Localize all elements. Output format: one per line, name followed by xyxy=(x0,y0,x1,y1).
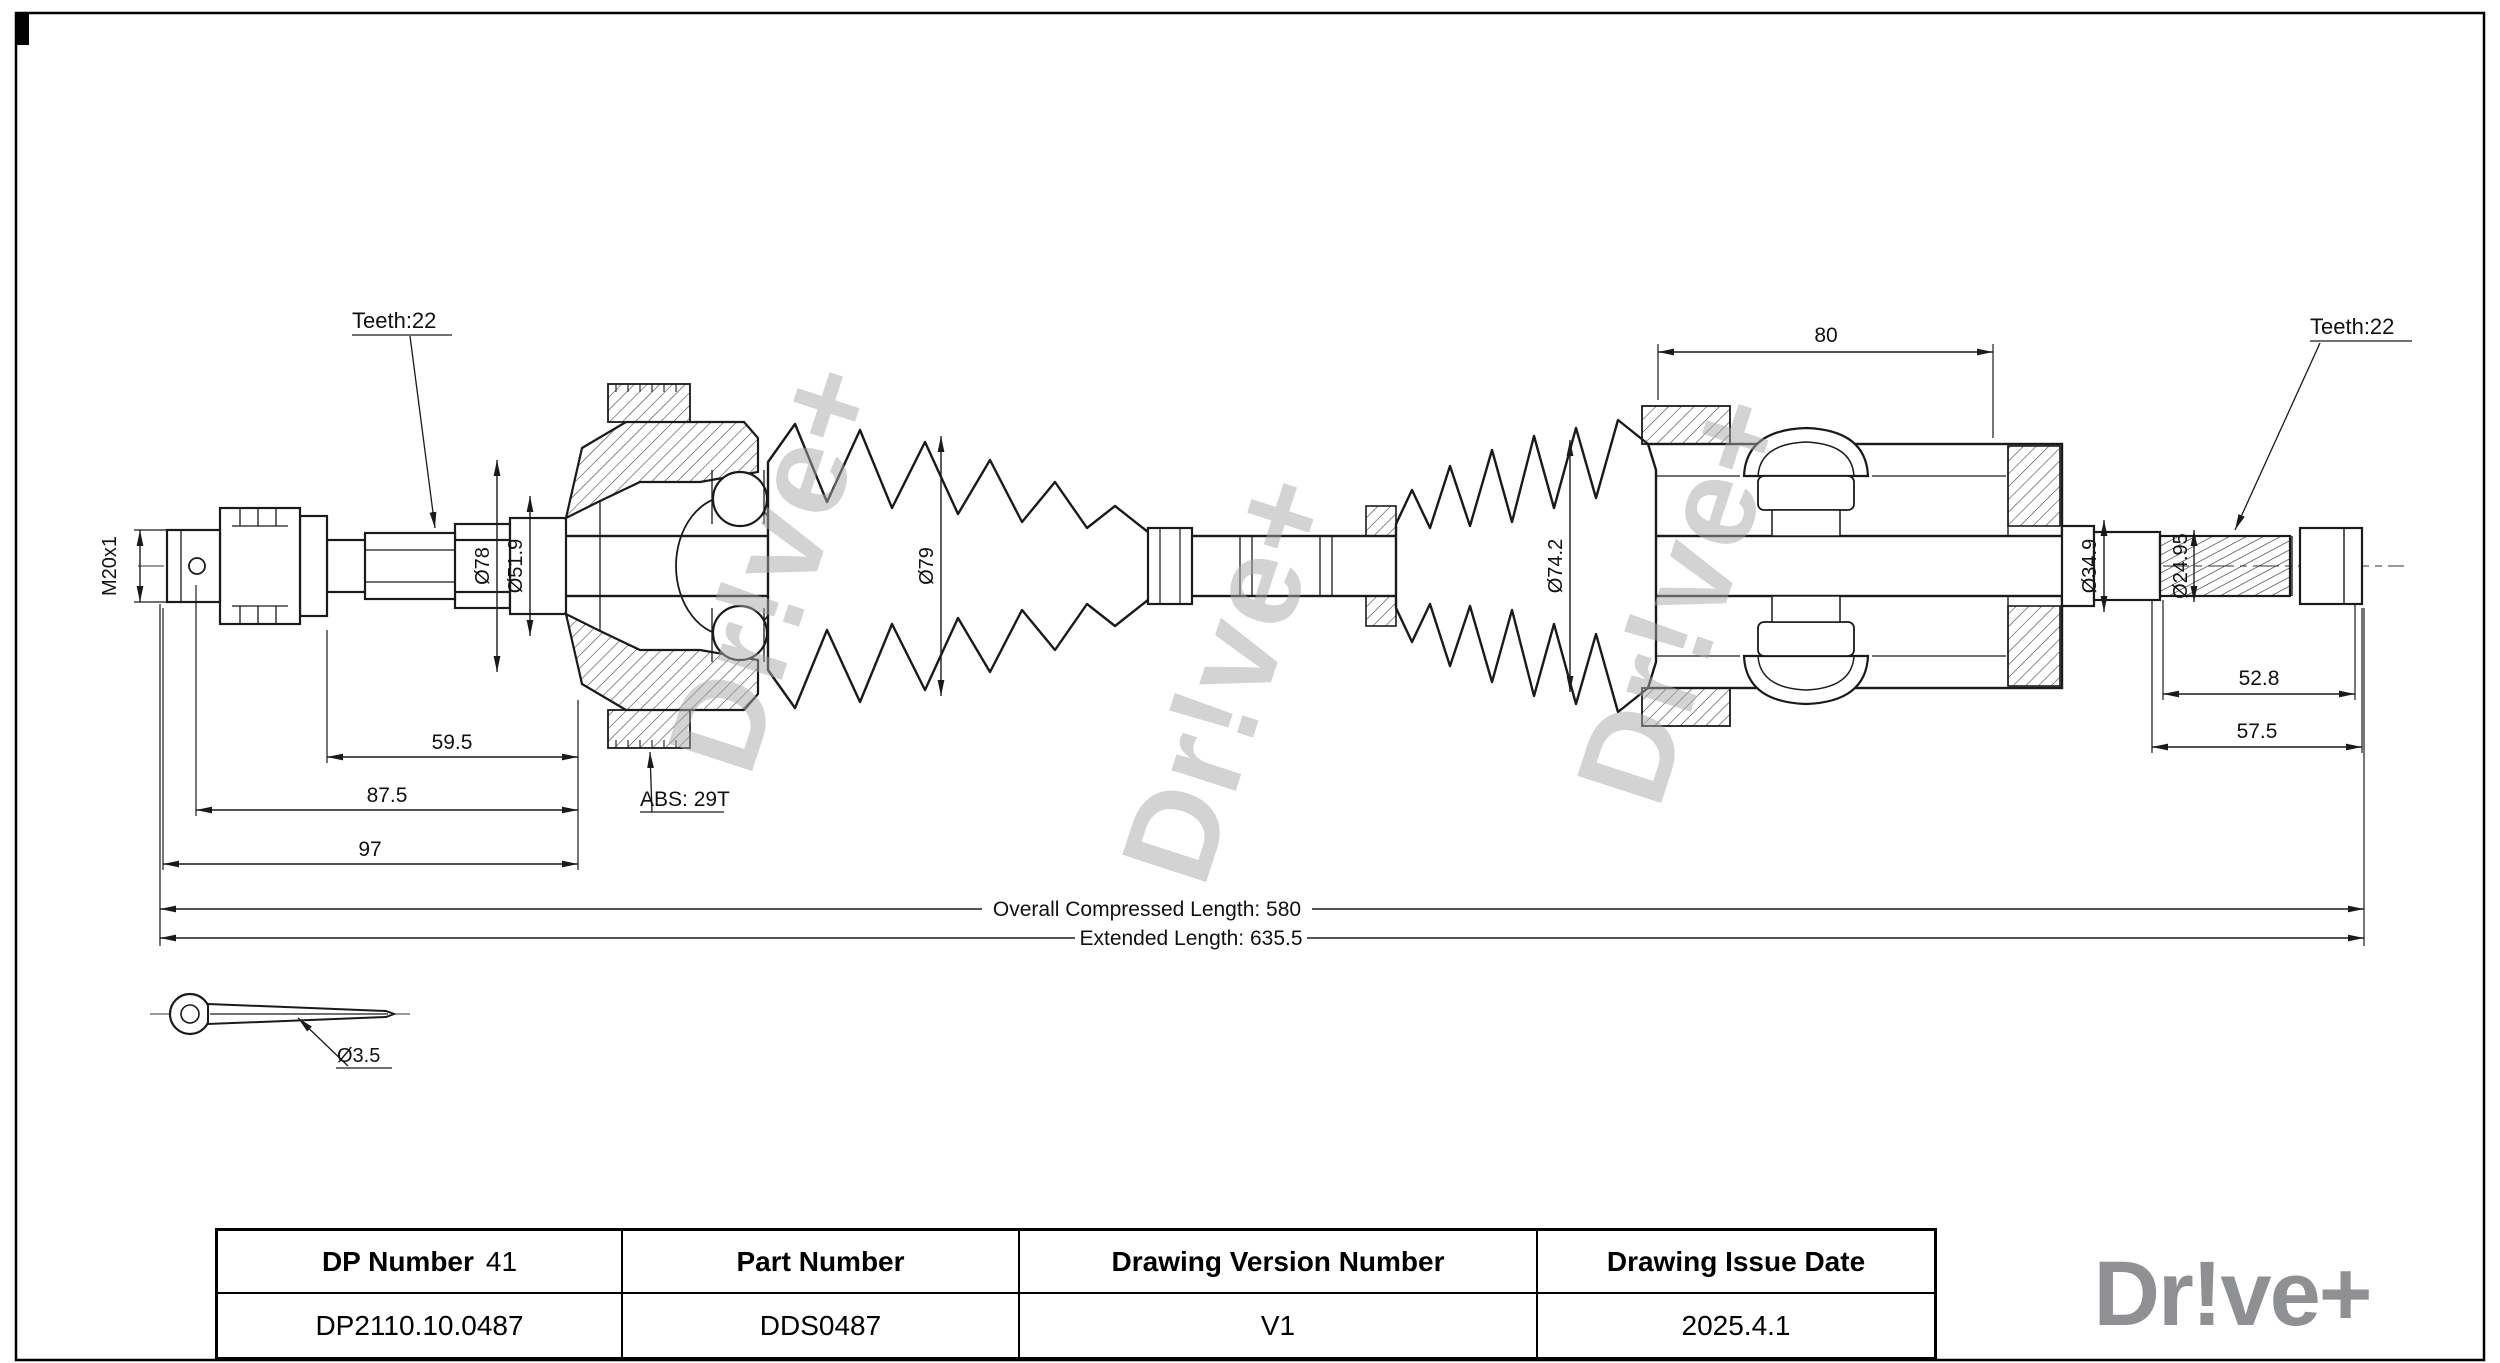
dimension-labels: Teeth:22 Teeth:22 80 M20x1 Ø78 Ø51.9 Ø79… xyxy=(99,308,2394,1067)
housing-boot-clamps xyxy=(1641,405,1731,727)
teeth-right-label: Teeth:22 xyxy=(2310,314,2394,339)
dp-number-value: DP2110.10.0487 xyxy=(218,1294,623,1357)
axle-shaft xyxy=(508,534,2094,598)
cv-ball-top xyxy=(711,470,769,528)
dia24-label: Ø24.95 xyxy=(2170,533,2192,599)
dia78-label: Ø78 xyxy=(472,547,494,585)
page-frame xyxy=(14,11,2486,1362)
outer-cv-joint xyxy=(453,420,785,712)
pin-dia-label: Ø3.5 xyxy=(337,1045,380,1067)
dia79-label: Ø79 xyxy=(916,547,938,585)
teeth-left-label: Teeth:22 xyxy=(352,308,436,333)
title-block: DP Number 41 Part Number Drawing Version… xyxy=(215,1228,1937,1360)
castle-nut xyxy=(218,506,302,626)
dp-number-header-cell: DP Number 41 xyxy=(218,1231,623,1294)
output-shaft xyxy=(2060,524,2364,608)
version-value: V1 xyxy=(1020,1294,1538,1357)
version-header: Drawing Version Number xyxy=(1020,1231,1538,1294)
left-cv-boot xyxy=(766,422,1194,710)
part-number-value: DDS0487 xyxy=(623,1294,1020,1357)
drive-plus-logo: Dr!ve+ xyxy=(2093,1242,2373,1345)
dia51-label: Ø51.9 xyxy=(505,539,527,593)
corner-mark xyxy=(16,13,29,45)
dp-number-suffix: 41 xyxy=(485,1245,518,1277)
cv-ball-bottom xyxy=(711,604,769,662)
stub-spline xyxy=(363,531,457,601)
right-cv-boot xyxy=(1394,418,1658,714)
right-boot-shaft-clamp xyxy=(1365,505,1397,627)
dp-number-header: DP Number xyxy=(321,1245,474,1277)
len57-label: 57.5 xyxy=(2237,720,2278,743)
len59-label: 59.5 xyxy=(432,731,473,754)
dia74-label: Ø74.2 xyxy=(1545,539,1567,593)
part-number-header: Part Number xyxy=(623,1231,1020,1294)
left-stub-shaft xyxy=(165,506,512,626)
abs-label: ABS: 29T xyxy=(640,788,730,811)
output-spline xyxy=(2158,534,2292,598)
issue-date-header: Drawing Issue Date xyxy=(1538,1231,1934,1294)
overall-compressed-label: Overall Compressed Length: 580 xyxy=(993,898,1301,921)
dia34-label: Ø34.9 xyxy=(2079,539,2101,593)
issue-date-value: 2025.4.1 xyxy=(1538,1294,1934,1357)
len52-label: 52.8 xyxy=(2239,667,2280,690)
top-length-label: 80 xyxy=(1814,324,1837,347)
len97-label: 97 xyxy=(358,838,381,861)
dimension-annotations xyxy=(134,334,2412,1069)
cotter-pin-hole xyxy=(188,557,206,575)
abs-ring xyxy=(607,383,691,749)
len87-label: 87.5 xyxy=(367,784,408,807)
cotter-pin-detail xyxy=(150,992,410,1036)
boot-clamp-small xyxy=(1146,526,1194,606)
thread-spec-label: M20x1 xyxy=(99,536,121,596)
tripod-rollers xyxy=(1742,426,1870,706)
extended-length-label: Extended Length: 635.5 xyxy=(1079,927,1302,950)
